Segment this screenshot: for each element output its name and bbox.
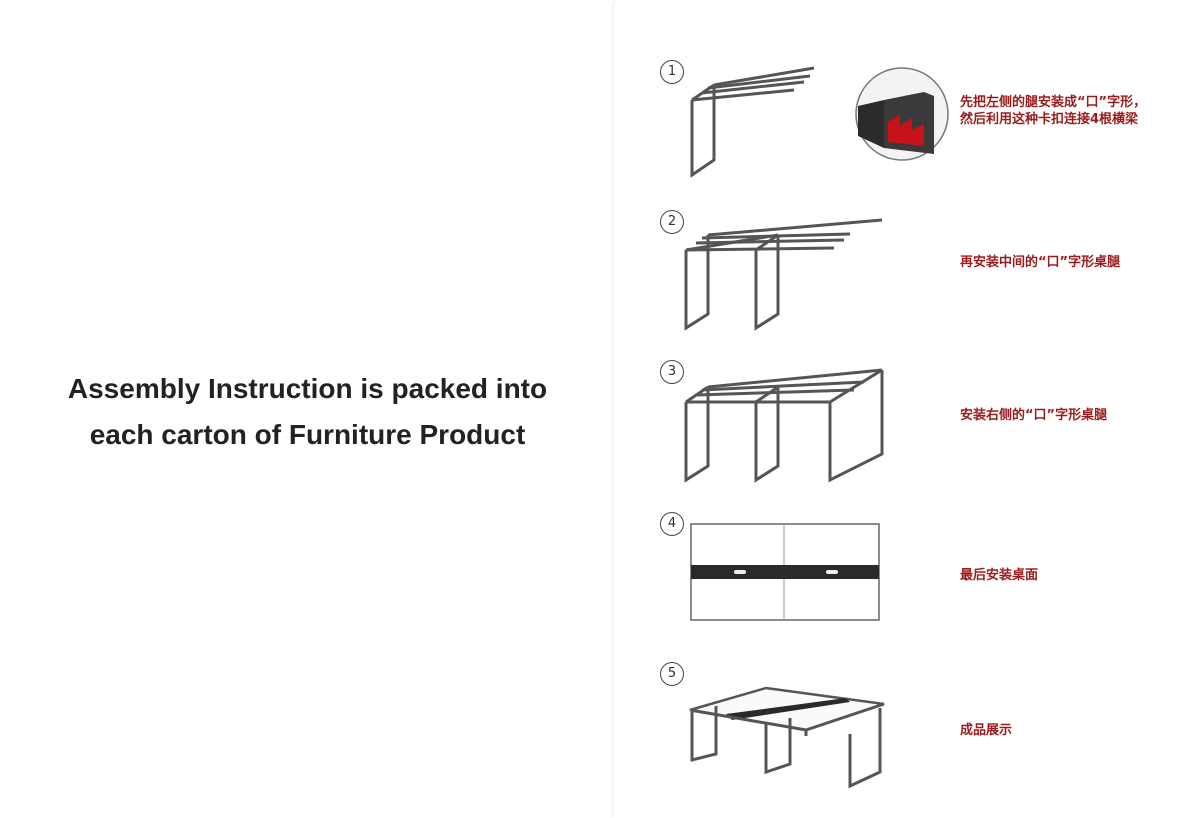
- step-5-finished-table-diagram: [689, 686, 885, 789]
- step-1-frame-diagram: [690, 66, 815, 178]
- step-2-number: 2: [660, 210, 684, 234]
- instruction-sheet: 1 先把左侧的腿安装成“口”字形， 然后利用这种卡扣连接4根横梁: [614, 0, 1204, 818]
- step-2-text-line-1: 再安装中间的“口”字形桌腿: [960, 255, 1121, 270]
- caption-line-2: each carton of Furniture Product: [89, 419, 526, 450]
- step-4-desktop-diagram: [690, 523, 880, 621]
- step-1-text-line-1: 先把左侧的腿安装成“口”字形，: [960, 95, 1147, 110]
- step-5-number: 5: [660, 662, 684, 686]
- step-5-text-line-1: 成品展示: [960, 723, 1013, 738]
- step-2-text: 再安装中间的“口”字形桌腿: [960, 254, 1180, 271]
- step-3-text-line-1: 安装右侧的“口”字形桌腿: [960, 408, 1108, 423]
- step-1-text-line-2: 然后利用这种卡扣连接4根横梁: [960, 112, 1139, 127]
- step-3-number: 3: [660, 360, 684, 384]
- step-1-clip-detail: [855, 67, 949, 161]
- step-4-text: 最后安装桌面: [960, 567, 1180, 584]
- step-3-text: 安装右侧的“口”字形桌腿: [960, 407, 1180, 424]
- step-2-frame-diagram: [684, 218, 883, 331]
- step-4-number: 4: [660, 512, 684, 536]
- caption-line-1: Assembly Instruction is packed into: [67, 373, 548, 404]
- step-4-text-line-1: 最后安装桌面: [960, 568, 1039, 583]
- step-5-text: 成品展示: [960, 722, 1180, 739]
- step-1-text: 先把左侧的腿安装成“口”字形， 然后利用这种卡扣连接4根横梁: [960, 94, 1180, 128]
- step-1-number: 1: [660, 60, 684, 84]
- assembly-caption: Assembly Instruction is packed into each…: [20, 366, 595, 458]
- step-3-frame-diagram: [684, 368, 884, 483]
